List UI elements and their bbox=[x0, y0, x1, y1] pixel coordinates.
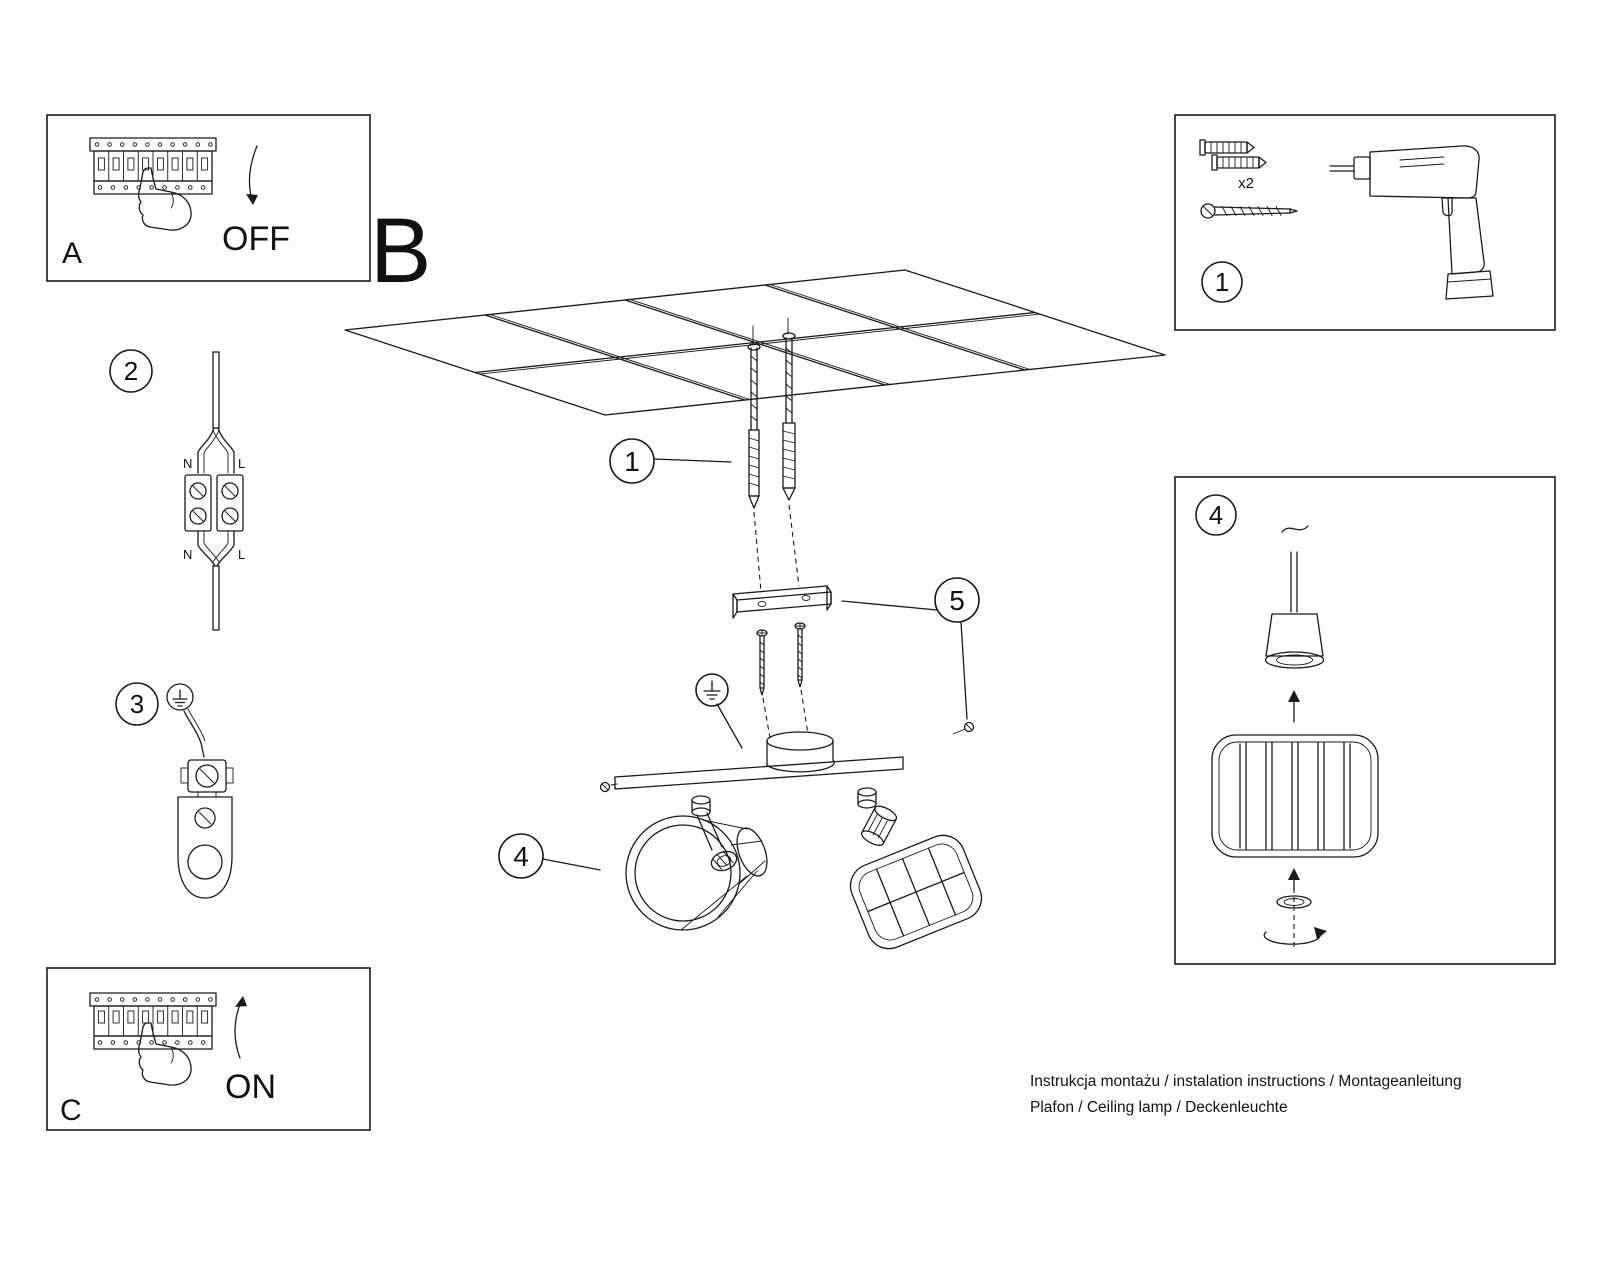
callout-1: 1 bbox=[609, 438, 732, 484]
callout-4: 4 bbox=[498, 833, 601, 879]
footer-line1: Instrukcja montażu / instalation instruc… bbox=[1030, 1073, 1462, 1090]
callout-1-number: 1 bbox=[624, 446, 640, 477]
drill-icon bbox=[1329, 145, 1494, 300]
ceiling-grid bbox=[344, 269, 1166, 416]
step-3-badge bbox=[115, 682, 159, 726]
section-b-label: B bbox=[370, 200, 431, 302]
rotation-arrow-icon bbox=[1263, 888, 1327, 950]
footer-line2: Plafon / Ceiling lamp / Deckenleuchte bbox=[1030, 1099, 1288, 1116]
step-1-number: 1 bbox=[1215, 267, 1229, 297]
panel-shade-assembly: 4 bbox=[1174, 476, 1556, 965]
panel-tools: x2 1 bbox=[1174, 114, 1556, 331]
step-3-number: 3 bbox=[130, 689, 144, 719]
step-4-number: 4 bbox=[1209, 500, 1223, 530]
right-socket-icon bbox=[860, 805, 898, 846]
panel-power-on: C ON bbox=[46, 967, 371, 1131]
bracket-screws bbox=[756, 622, 809, 739]
rotate-off-arrow-icon bbox=[246, 145, 258, 205]
side-screw-left-icon bbox=[599, 781, 618, 793]
plug-quantity-label: x2 bbox=[1238, 175, 1254, 192]
callout-4-number: 4 bbox=[513, 841, 529, 872]
callout-5-number: 5 bbox=[949, 585, 965, 616]
side-screw-right-icon bbox=[952, 721, 975, 735]
cage-shade-icon bbox=[1211, 734, 1379, 858]
callout-5: 5 bbox=[841, 577, 980, 720]
footer: Instrukcja montażu / instalation instruc… bbox=[1030, 1073, 1462, 1116]
panel-a-border bbox=[46, 114, 371, 282]
step-4-badge bbox=[1195, 494, 1237, 536]
step3-grounding: 3 bbox=[115, 682, 234, 899]
right-arm bbox=[857, 787, 877, 809]
label-l-top: L bbox=[238, 456, 245, 471]
right-cage-shade bbox=[849, 834, 983, 950]
label-l-bottom: L bbox=[238, 547, 245, 562]
main-assembly: B bbox=[344, 200, 1166, 950]
step-1-badge bbox=[1201, 261, 1243, 303]
panel-a-label: A bbox=[62, 237, 82, 270]
panel-c-border bbox=[46, 967, 371, 1131]
ground-callout bbox=[695, 673, 743, 749]
ground-symbol-icon bbox=[166, 683, 194, 711]
ceiling-fasteners bbox=[747, 317, 800, 593]
step2-wiring-diagram: 2 N L N L bbox=[109, 349, 245, 631]
left-cage-shade bbox=[625, 815, 768, 931]
panel-c-label: C bbox=[60, 1094, 82, 1127]
wall-plug-icon bbox=[1211, 154, 1267, 171]
wire-terminal-icon bbox=[184, 351, 244, 631]
socket-holder-icon bbox=[1264, 551, 1325, 669]
circuit-breaker-on-icon bbox=[89, 992, 217, 1086]
step-2-badge bbox=[109, 349, 153, 393]
panel-power-off: A OFF bbox=[46, 114, 371, 282]
hand-icon bbox=[137, 167, 192, 231]
terminal-connector-icon bbox=[177, 759, 234, 899]
label-n-top: N bbox=[183, 456, 192, 471]
screw-icon bbox=[1200, 203, 1298, 219]
mounting-bracket bbox=[732, 585, 832, 619]
arrow-up-icon bbox=[1288, 690, 1300, 723]
step-2-number: 2 bbox=[124, 356, 138, 386]
ground-wire bbox=[183, 710, 205, 758]
rotate-on-arrow-icon bbox=[234, 996, 247, 1059]
arrow-up-icon bbox=[1288, 868, 1300, 891]
wall-plug-icon bbox=[1199, 139, 1255, 156]
lamp-body bbox=[599, 721, 983, 950]
circuit-breaker-off-icon bbox=[89, 137, 217, 231]
panel-tools-border bbox=[1174, 114, 1556, 331]
left-socket-icon bbox=[710, 850, 738, 872]
hand-icon bbox=[137, 1022, 192, 1086]
off-label: OFF bbox=[222, 220, 290, 258]
cable-squiggle-icon bbox=[1281, 525, 1309, 533]
on-label: ON bbox=[225, 1068, 276, 1106]
panel-shade-border bbox=[1174, 476, 1556, 965]
label-n-bottom: N bbox=[183, 547, 192, 562]
